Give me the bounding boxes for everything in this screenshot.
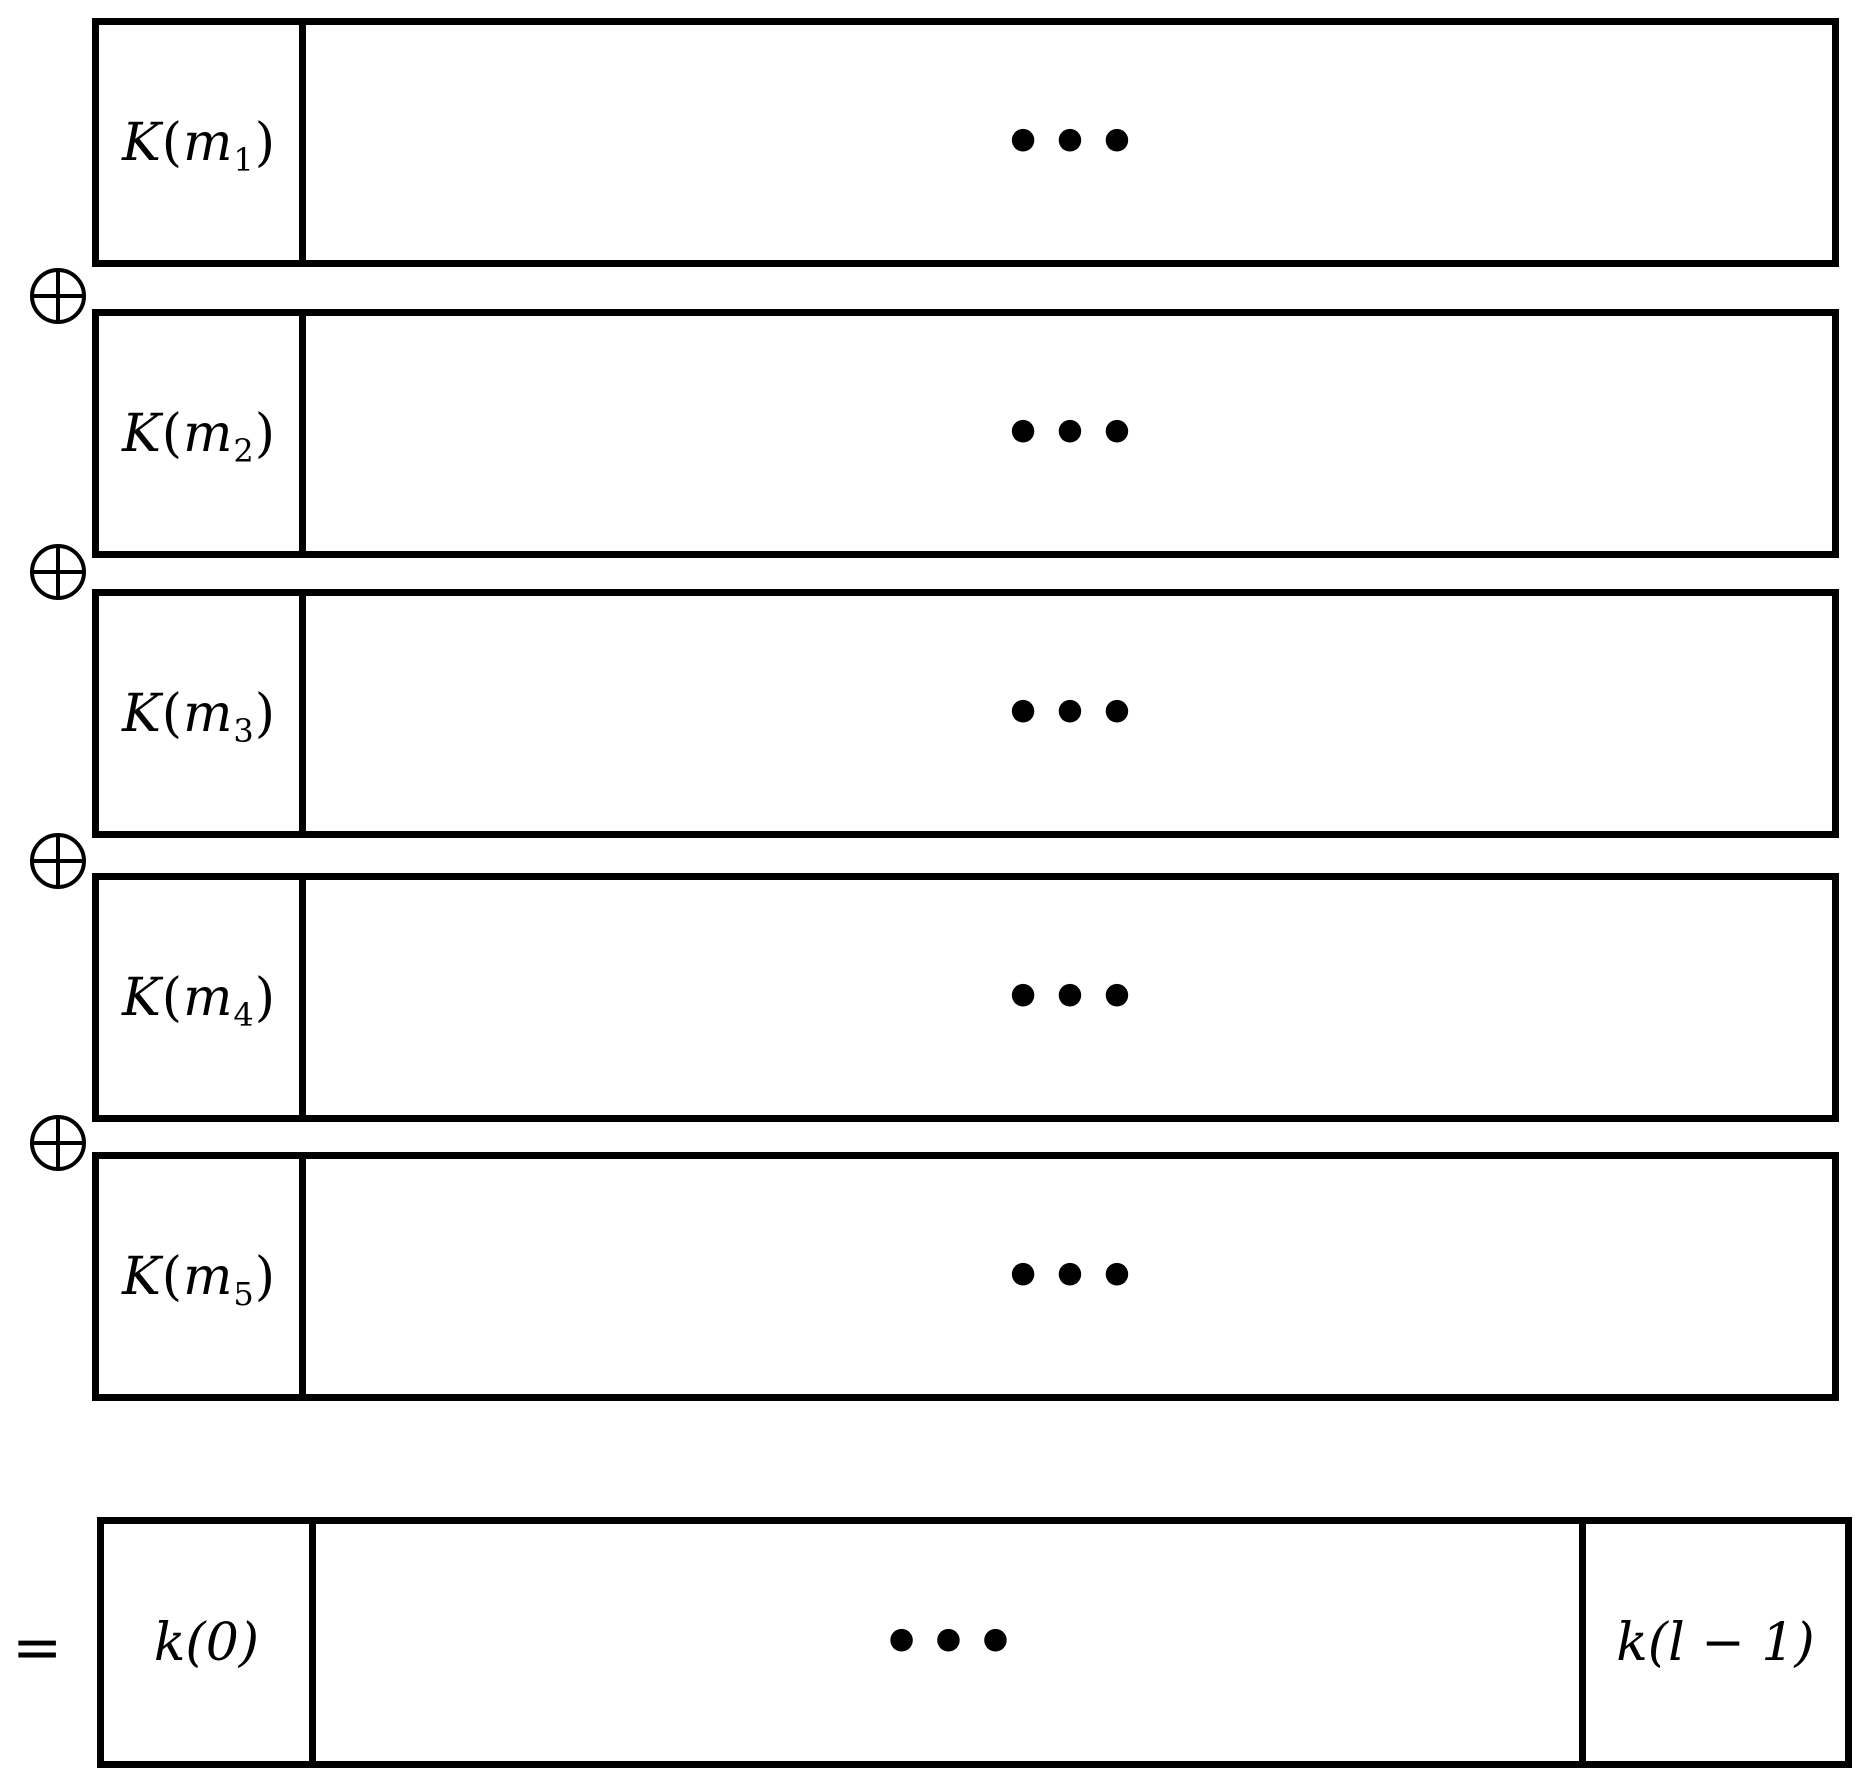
xor-operator-icon	[27, 265, 89, 327]
key-label-m4: K(m4)	[121, 967, 277, 1034]
equals-sign: =	[12, 1613, 63, 1683]
ellipsis-cell: •••	[306, 596, 1832, 831]
result-middle-cell: •••	[316, 1524, 1579, 1761]
key-row-3: K(m3) •••	[92, 589, 1839, 838]
key-label-m1: K(m1)	[121, 112, 277, 179]
key-row-5: K(m5) •••	[92, 1152, 1839, 1401]
key-cell-m3: K(m3)	[99, 596, 306, 831]
ellipsis-cell: •••	[306, 316, 1832, 551]
key-row-2: K(m2) •••	[92, 309, 1839, 558]
ellipsis: •••	[1002, 1239, 1144, 1314]
ellipsis-cell: •••	[306, 880, 1832, 1115]
key-label-m2: K(m2)	[121, 403, 277, 470]
key-cell-m2: K(m2)	[99, 316, 306, 551]
xor-operator-icon	[27, 830, 89, 892]
key-cell-m5: K(m5)	[99, 1159, 306, 1394]
ellipsis-cell: •••	[306, 25, 1832, 260]
key-row-1: K(m1) •••	[92, 18, 1839, 267]
ellipsis: •••	[881, 1605, 1022, 1680]
ellipsis: •••	[1002, 676, 1144, 751]
xor-operator-icon	[27, 541, 89, 603]
result-last-label: k(l − 1)	[1616, 1612, 1815, 1673]
result-first-cell: k(0)	[104, 1524, 316, 1761]
xor-operator-icon	[27, 1112, 89, 1174]
key-cell-m1: K(m1)	[99, 25, 306, 260]
ellipsis: •••	[1002, 396, 1144, 471]
ellipsis: •••	[1002, 960, 1144, 1035]
key-label-m5: K(m5)	[121, 1246, 277, 1313]
ellipsis-cell: •••	[306, 1159, 1832, 1394]
result-last-cell: k(l − 1)	[1579, 1524, 1845, 1761]
key-row-4: K(m4) •••	[92, 873, 1839, 1122]
key-cell-m4: K(m4)	[99, 880, 306, 1115]
result-row: k(0) ••• k(l − 1)	[97, 1517, 1852, 1768]
key-label-m3: K(m3)	[121, 683, 277, 750]
result-first-label: k(0)	[153, 1612, 260, 1673]
ellipsis: •••	[1002, 105, 1144, 180]
